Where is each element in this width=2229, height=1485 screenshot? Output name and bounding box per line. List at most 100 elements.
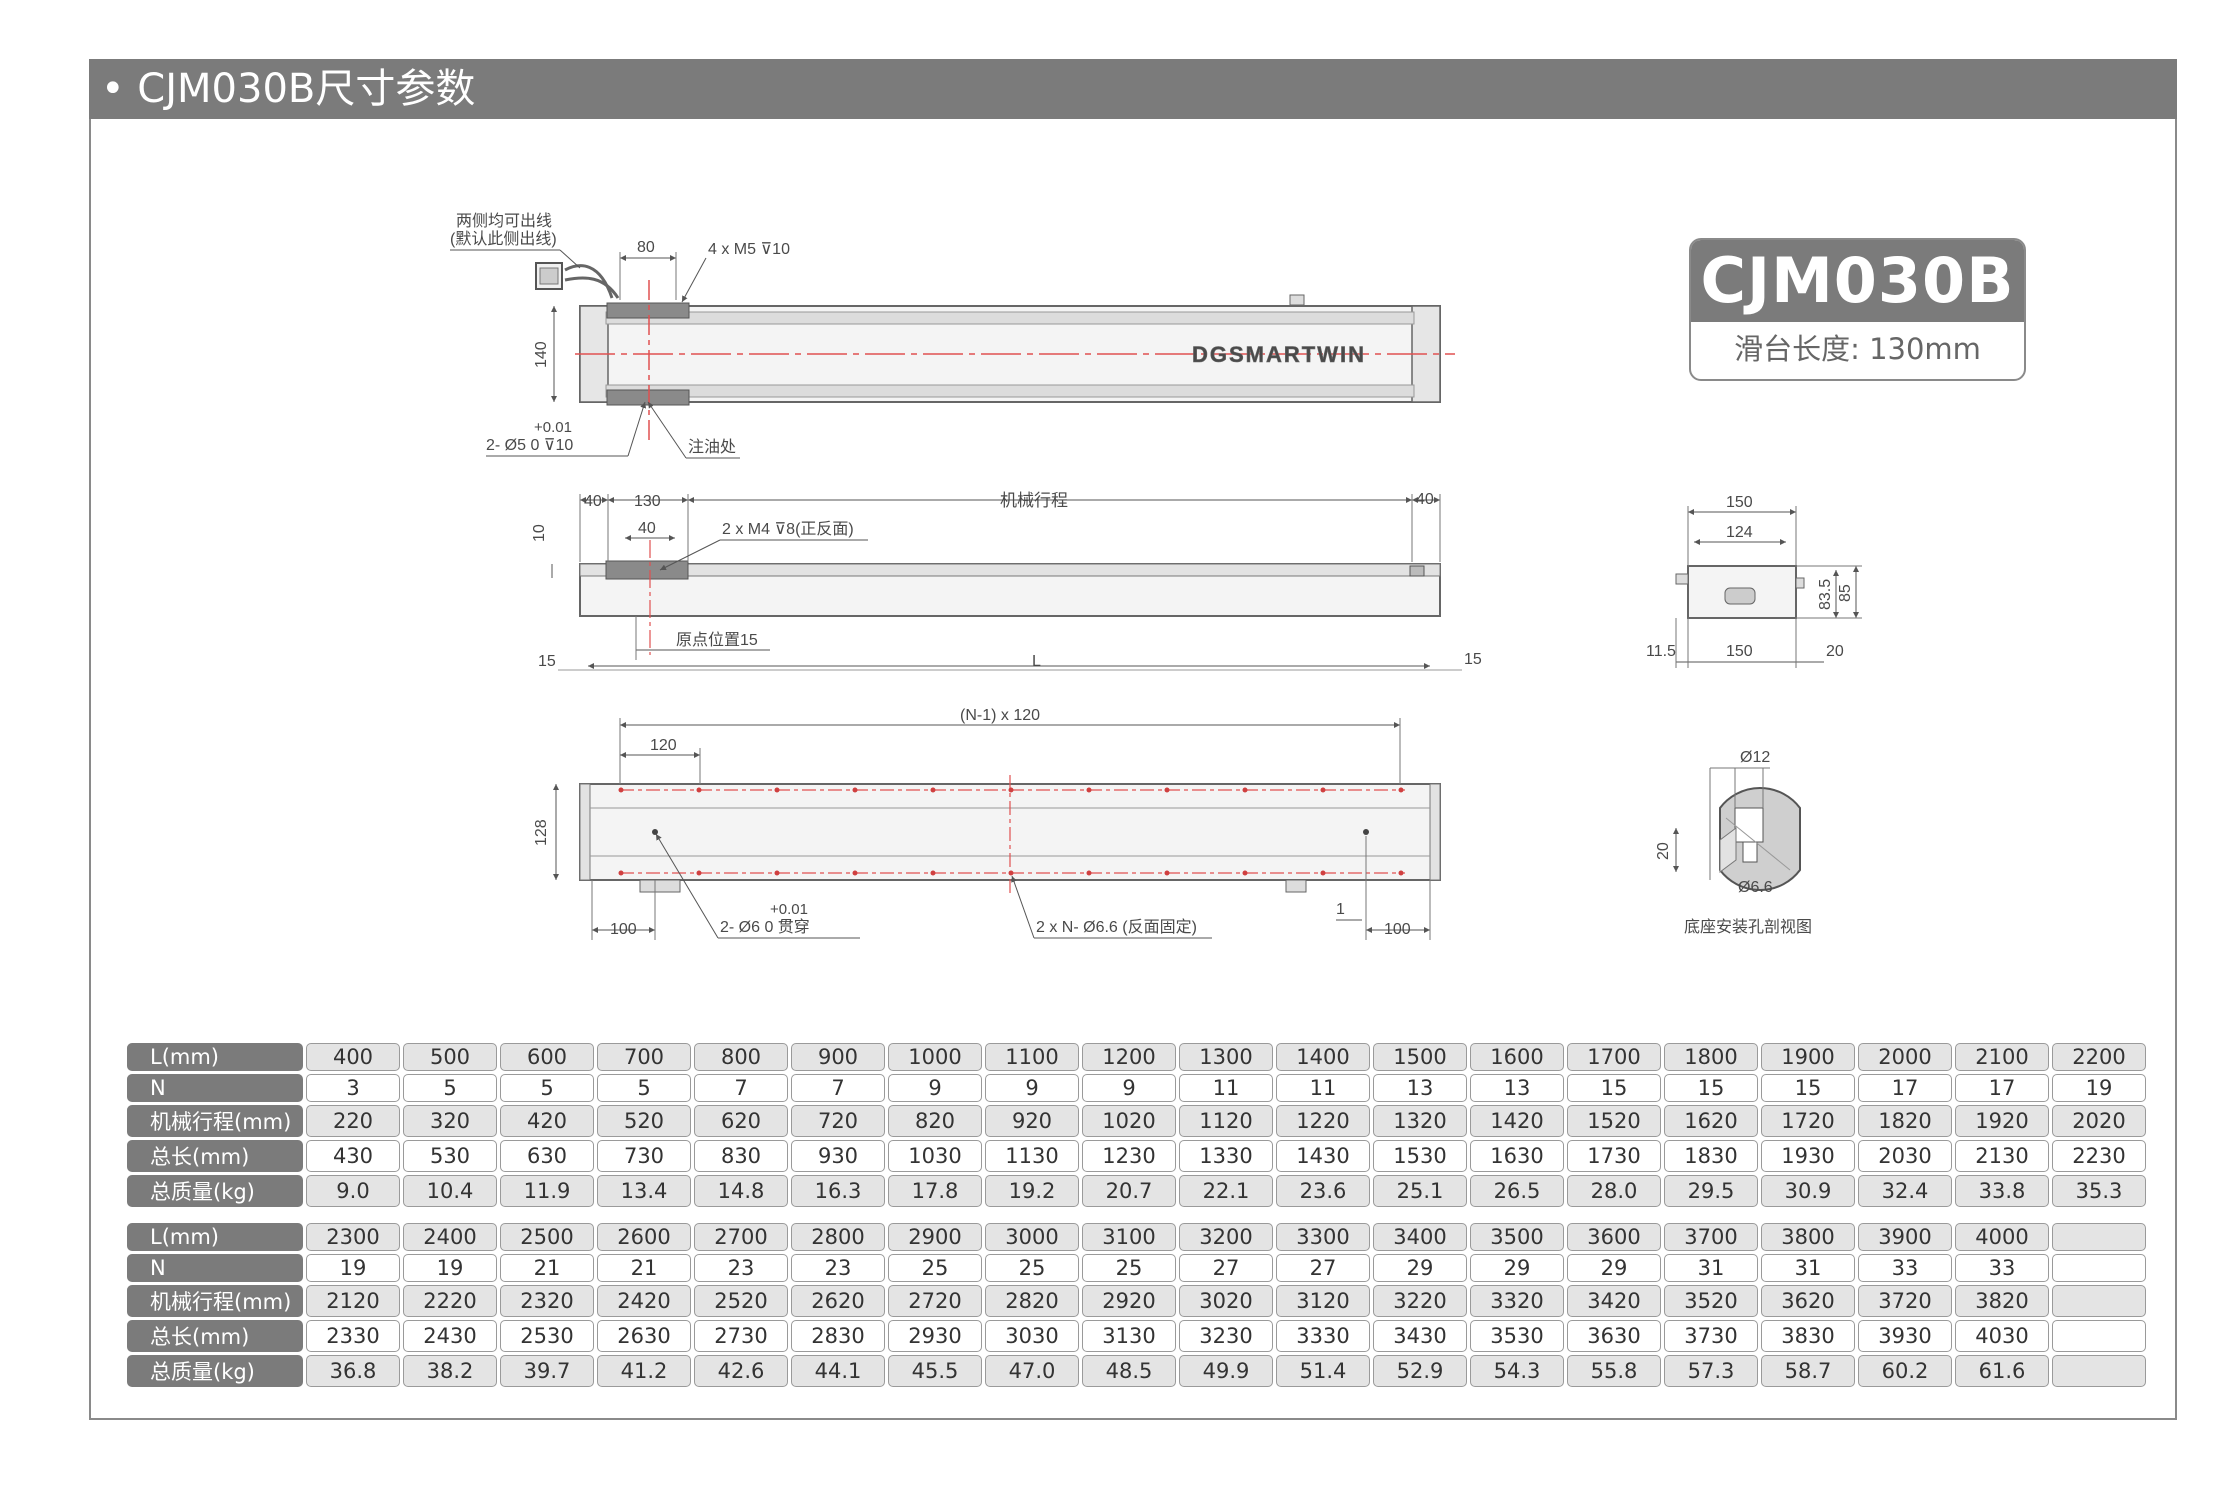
table-cell: 1930 xyxy=(1761,1140,1855,1172)
row-header: 机械行程(mm) xyxy=(127,1105,303,1137)
row-header: 总长(mm) xyxy=(127,1320,303,1352)
table-cell: 33 xyxy=(1955,1254,2049,1282)
table-cell: 220 xyxy=(306,1105,400,1137)
table-cell: 2600 xyxy=(597,1223,691,1251)
table-cell: 2320 xyxy=(500,1285,594,1317)
table-cell: 25 xyxy=(985,1254,1079,1282)
mechanical-stroke-label: 机械行程 xyxy=(1000,491,1068,510)
table-cell: 2920 xyxy=(1082,1285,1176,1317)
row-header: 总长(mm) xyxy=(127,1140,303,1172)
table-cell: 22.1 xyxy=(1179,1175,1273,1207)
table-cell: 3 xyxy=(306,1074,400,1102)
dim-120: 120 xyxy=(650,737,677,754)
slider-length: 滑台长度: 130mm xyxy=(1734,332,1981,366)
table-cell: 2220 xyxy=(403,1285,497,1317)
section-header: • CJM030B尺寸参数 xyxy=(89,59,2177,119)
table-cell: 3420 xyxy=(1567,1285,1661,1317)
table-cell: 13 xyxy=(1373,1074,1467,1102)
table-cell: 1200 xyxy=(1082,1043,1176,1071)
table-cell: 19.2 xyxy=(985,1175,1079,1207)
table-cell: 3830 xyxy=(1761,1320,1855,1352)
dim-11-5: 11.5 xyxy=(1646,643,1676,660)
table-cell: 19 xyxy=(403,1254,497,1282)
table-cell: 3800 xyxy=(1761,1223,1855,1251)
table-cell: 530 xyxy=(403,1140,497,1172)
table-cell: 20.7 xyxy=(1082,1175,1176,1207)
table-cell: 1120 xyxy=(1179,1105,1273,1137)
oil-point: 注油处 xyxy=(688,438,736,456)
section-view: Ø12 20 Ø6.6 底座安装孔剖视图 xyxy=(1655,749,1812,936)
dim-40-left: 40 xyxy=(584,493,602,510)
table-cell: 3620 xyxy=(1761,1285,1855,1317)
table-cell: 2730 xyxy=(694,1320,788,1352)
table-cell: 430 xyxy=(306,1140,400,1172)
table-cell: 4000 xyxy=(1955,1223,2049,1251)
table-cell: 3100 xyxy=(1082,1223,1176,1251)
table-cell: 23 xyxy=(791,1254,885,1282)
table-cell: 1430 xyxy=(1276,1140,1370,1172)
table-cell: 1330 xyxy=(1179,1140,1273,1172)
table-cell: 39.7 xyxy=(500,1355,594,1387)
table-cell: 36.8 xyxy=(306,1355,400,1387)
table-cell xyxy=(2052,1223,2146,1251)
table-cell: 930 xyxy=(791,1140,885,1172)
table-cell: 1130 xyxy=(985,1140,1079,1172)
pin-spec-5: 2- Ø5 0 ⊽10 xyxy=(486,437,573,454)
table-cell: 15 xyxy=(1761,1074,1855,1102)
table-cell: 1030 xyxy=(888,1140,982,1172)
pin-tolerance-6: +0.01 xyxy=(770,901,808,918)
dim-20: 20 xyxy=(1826,643,1844,660)
origin-position: 原点位置15 xyxy=(676,631,758,649)
table-cell: 1230 xyxy=(1082,1140,1176,1172)
table-cell: 5 xyxy=(403,1074,497,1102)
table-cell: 2200 xyxy=(2052,1043,2146,1071)
table-cell: 27 xyxy=(1276,1254,1370,1282)
table-cell: 1830 xyxy=(1664,1140,1758,1172)
table-cell: 2930 xyxy=(888,1320,982,1352)
dim-150-top: 150 xyxy=(1726,494,1753,511)
table-cell: 1000 xyxy=(888,1043,982,1071)
table-cell: 3030 xyxy=(985,1320,1079,1352)
table-cell: 900 xyxy=(791,1043,885,1071)
table-cell: 1100 xyxy=(985,1043,1079,1071)
table-cell: 2800 xyxy=(791,1223,885,1251)
table-cell: 31 xyxy=(1664,1254,1758,1282)
table-cell: 3730 xyxy=(1664,1320,1758,1352)
row-header: 总质量(kg) xyxy=(127,1355,303,1387)
end-view: 150 124 83.5 85 11.5 150 20 xyxy=(1646,494,1862,668)
table-cell: 400 xyxy=(306,1043,400,1071)
table-cell: 1920 xyxy=(1955,1105,2049,1137)
table-cell: 21 xyxy=(500,1254,594,1282)
hole-spec-m4: 2 x M4 ⊽8(正反面) xyxy=(722,520,854,538)
table-cell: 9 xyxy=(985,1074,1079,1102)
dim-L: L xyxy=(1032,653,1041,670)
table-cell: 1520 xyxy=(1567,1105,1661,1137)
table-cell: 3300 xyxy=(1276,1223,1370,1251)
table-cell: 1530 xyxy=(1373,1140,1467,1172)
table-cell: 3220 xyxy=(1373,1285,1467,1317)
table-cell: 3000 xyxy=(985,1223,1079,1251)
table-cell: 7 xyxy=(791,1074,885,1102)
dim-40-center: 40 xyxy=(638,520,656,537)
table-cell: 700 xyxy=(597,1043,691,1071)
dim-20-section: 20 xyxy=(1655,842,1672,860)
hole-pitch: (N-1) x 120 xyxy=(960,707,1040,724)
dim-15-left: 15 xyxy=(538,653,556,670)
table-cell: 320 xyxy=(403,1105,497,1137)
table-cell: 1600 xyxy=(1470,1043,1564,1071)
table-cell: 10.4 xyxy=(403,1175,497,1207)
table-cell: 3020 xyxy=(1179,1285,1273,1317)
dim-40-right: 40 xyxy=(1416,491,1434,508)
table-cell: 3430 xyxy=(1373,1320,1467,1352)
table-cell: 2420 xyxy=(597,1285,691,1317)
table-cell: 38.2 xyxy=(403,1355,497,1387)
model-badge: CJM030B 滑台长度: 130mm xyxy=(1689,238,2026,381)
table-cell: 1800 xyxy=(1664,1043,1758,1071)
table-cell: 1220 xyxy=(1276,1105,1370,1137)
table-cell: 2130 xyxy=(1955,1140,2049,1172)
